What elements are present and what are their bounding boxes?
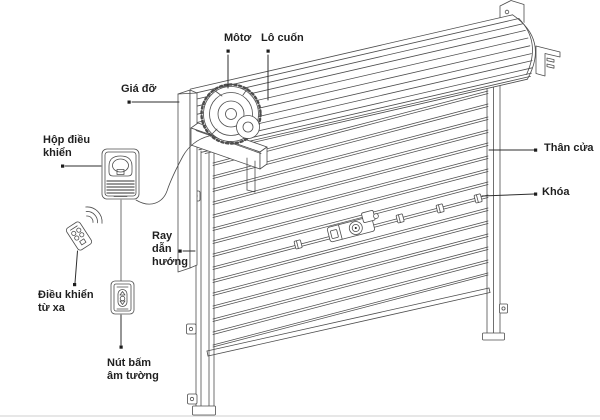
label-control-box: Hộp điều khiển <box>43 134 91 159</box>
label-guide-rail: Ray dẫn hướng <box>152 230 188 268</box>
label-roller-coil: Lô cuốn <box>261 32 304 45</box>
right-l-bracket <box>535 45 561 77</box>
lock-clip <box>395 213 405 224</box>
label-remote-control: Điều khiển từ xa <box>38 289 94 314</box>
label-bracket-text: Giá đỡ <box>121 83 157 95</box>
lock-clip <box>473 193 483 204</box>
label-motor-text: Môtơ <box>224 32 252 44</box>
label-bracket: Giá đỡ <box>121 83 156 96</box>
lock-assembly <box>293 193 483 250</box>
power-cable <box>120 135 210 282</box>
guide-rail-right <box>482 51 508 341</box>
label-wall-button: Nút bấm âm tường <box>107 357 159 382</box>
motor-sprocket <box>200 83 262 145</box>
door-bottom-bar <box>206 287 491 357</box>
label-motor: Môtơ <box>224 32 251 45</box>
leader-lines <box>61 49 538 349</box>
control-box <box>101 148 140 200</box>
wall-switch <box>110 280 135 315</box>
lock-clip <box>293 239 303 250</box>
label-lock: Khóa <box>542 186 570 198</box>
lock-clip <box>435 203 445 214</box>
label-roller-coil-text: Lô cuốn <box>261 32 304 44</box>
remote-control <box>65 206 103 251</box>
wireless-signal-icon <box>85 206 103 224</box>
label-door-body: Thân cửa <box>544 142 594 154</box>
